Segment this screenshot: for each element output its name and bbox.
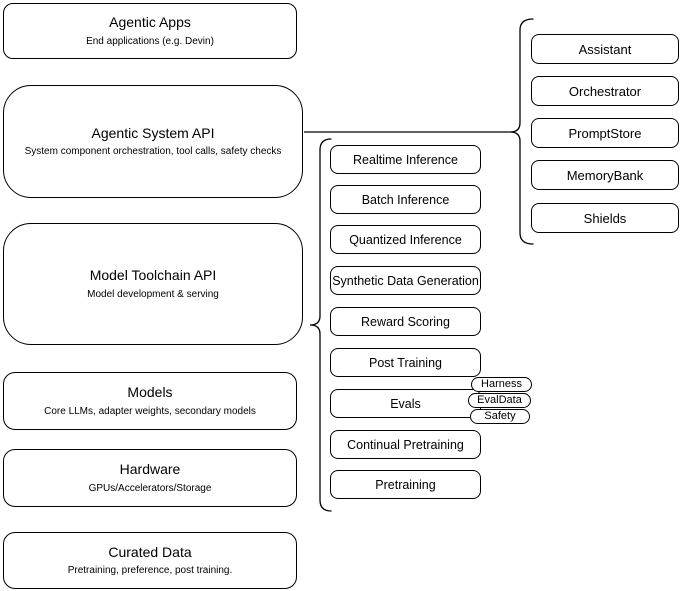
node-reward-scoring: Reward Scoring (330, 307, 481, 336)
node-label: Realtime Inference (353, 152, 458, 167)
node-label: Evals (390, 396, 421, 411)
node-label: Orchestrator (568, 83, 642, 99)
node-assistant: Assistant (531, 34, 679, 64)
node-label: Reward Scoring (361, 314, 450, 329)
node-shields: Shields (531, 203, 679, 233)
node-label: Batch Inference (361, 192, 450, 207)
node-subtitle: Model development & serving (87, 288, 219, 300)
node-hardware: Hardware GPUs/Accelerators/Storage (3, 449, 297, 507)
node-label: Post Training (369, 355, 442, 370)
node-synthetic-data-generation: Synthetic Data Generation (330, 266, 481, 295)
node-label: Pretraining (375, 477, 436, 492)
node-label: Continual Pretraining (347, 437, 464, 452)
node-post-training: Post Training (330, 348, 481, 377)
tag-label: Harness (481, 378, 522, 390)
node-batch-inference: Batch Inference (330, 185, 481, 214)
node-label: Assistant (578, 41, 632, 57)
node-title: Agentic System API (91, 124, 215, 141)
node-promptstore: PromptStore (531, 118, 679, 148)
node-title: Hardware (119, 461, 181, 478)
node-title: Models (127, 384, 173, 401)
node-label: Quantized Inference (349, 232, 462, 247)
node-model-toolchain-api: Model Toolchain API Model development & … (3, 223, 303, 345)
system-components-brace (509, 18, 534, 245)
tag-label: Safety (484, 410, 516, 422)
node-pretraining: Pretraining (330, 470, 481, 499)
node-agentic-apps: Agentic Apps End applications (e.g. Devi… (3, 3, 297, 59)
node-subtitle: Core LLMs, adapter weights, secondary mo… (44, 405, 256, 417)
node-label: Synthetic Data Generation (332, 273, 479, 288)
tag-safety: Safety (470, 409, 530, 424)
node-continual-pretraining: Continual Pretraining (330, 430, 481, 459)
node-subtitle: Pretraining, preference, post training. (67, 565, 233, 577)
node-quantized-inference: Quantized Inference (330, 225, 481, 254)
node-realtime-inference: Realtime Inference (330, 145, 481, 174)
node-title: Curated Data (108, 543, 192, 560)
toolchain-brace (309, 138, 332, 512)
node-subtitle: System component orchestration, tool cal… (24, 146, 282, 158)
node-label: PromptStore (568, 125, 642, 141)
node-title: Agentic Apps (109, 14, 191, 31)
node-label: Shields (583, 210, 627, 226)
node-label: MemoryBank (566, 167, 644, 183)
tag-harness: Harness (471, 377, 532, 392)
node-models: Models Core LLMs, adapter weights, secon… (3, 372, 297, 430)
node-orchestrator: Orchestrator (531, 76, 679, 106)
node-agentic-system-api: Agentic System API System component orch… (3, 85, 303, 198)
node-subtitle: End applications (e.g. Devin) (86, 35, 214, 47)
tag-label: EvalData (477, 394, 522, 406)
node-curated-data: Curated Data Pretraining, preference, po… (3, 532, 297, 589)
node-subtitle: GPUs/Accelerators/Storage (88, 482, 212, 494)
node-memorybank: MemoryBank (531, 160, 679, 190)
node-evals: Evals (330, 389, 481, 418)
node-title: Model Toolchain API (89, 267, 217, 284)
tag-evaldata: EvalData (468, 393, 531, 408)
